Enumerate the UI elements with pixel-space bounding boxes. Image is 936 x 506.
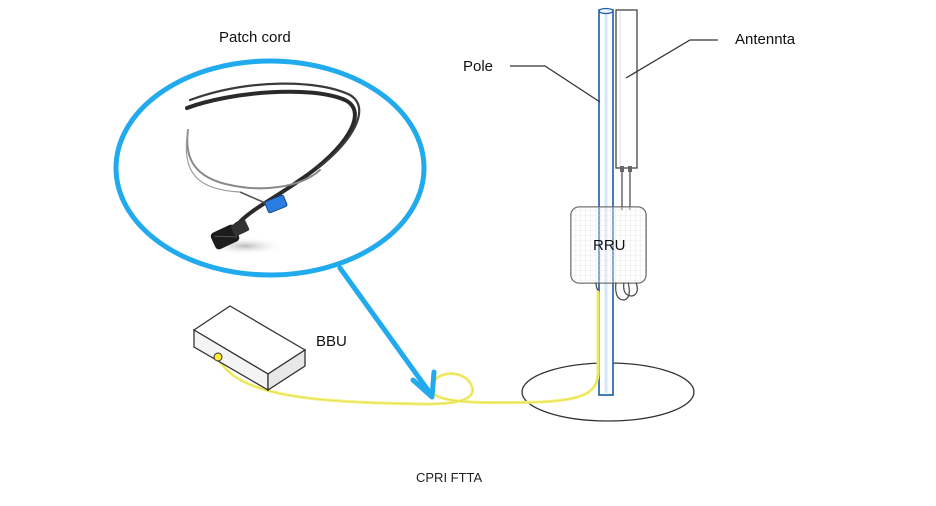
- arrow-icon: [337, 265, 437, 400]
- antenna-panel: [615, 9, 638, 210]
- bbu-label: BBU: [316, 333, 347, 350]
- antenna-label: Antennta: [735, 31, 796, 48]
- rru-unit: [570, 206, 647, 284]
- patch-cord-illustration: [185, 82, 361, 255]
- pole-leader-line: [510, 65, 601, 103]
- pole-label: Pole: [463, 58, 494, 75]
- mounting-pole: [598, 7, 614, 396]
- patch-cord-highlight: [113, 58, 427, 278]
- rru-label: RRU: [593, 237, 626, 254]
- bbu-box: [192, 305, 307, 392]
- patch-cord-label: Patch cord: [219, 29, 291, 46]
- antenna-leader-line: [625, 39, 718, 79]
- diagram-caption: CPRI FTTA: [416, 470, 483, 485]
